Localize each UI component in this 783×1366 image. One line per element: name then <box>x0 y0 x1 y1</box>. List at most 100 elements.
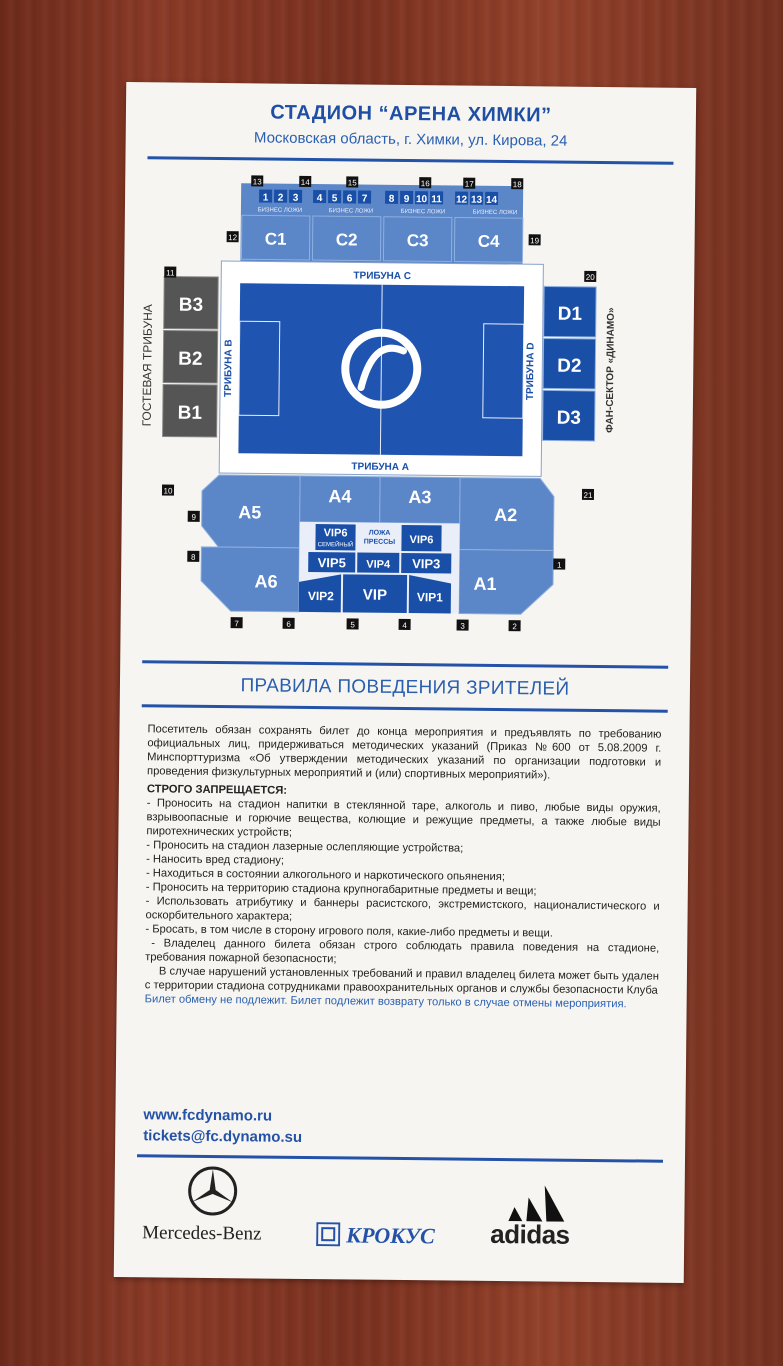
sector-c-label: C3 <box>407 231 429 250</box>
crocus-square-icon <box>316 1222 341 1247</box>
gate-number: 19 <box>530 236 540 245</box>
gate-number: 2 <box>512 622 517 631</box>
vip6-family-sector <box>315 524 356 551</box>
vip-label: VIP <box>363 587 387 604</box>
gate-marker <box>456 619 469 631</box>
vip-label: VIP3 <box>412 556 440 571</box>
gate-number: 21 <box>583 491 593 500</box>
business-boxes-label: БИЗНЕС ЛОЖИ <box>258 207 303 213</box>
vip-main-sector <box>342 574 408 614</box>
business-box-number: 12 <box>456 195 468 206</box>
stand-d-label: ТРИБУНА D <box>525 342 537 400</box>
gate-number: 12 <box>228 233 238 242</box>
sector-b <box>162 383 218 438</box>
gate-marker <box>164 266 177 278</box>
halfway-line <box>379 284 383 455</box>
gate-number: 11 <box>166 268 175 277</box>
business-boxes-block <box>240 183 524 265</box>
website-link[interactable]: www.fcdynamo.ru <box>143 1106 273 1125</box>
mercedes-logo: Mercedes-Benz <box>142 1222 262 1245</box>
business-box <box>430 191 444 205</box>
gate-marker <box>508 620 521 632</box>
mercedes-star-icon <box>188 1166 238 1216</box>
gate-number: 10 <box>163 486 173 495</box>
business-box <box>470 191 484 205</box>
business-box-number: 7 <box>362 194 368 205</box>
rules-title: ПРАВИЛА ПОВЕДЕНИЯ ЗРИТЕЛЕЙ <box>240 675 570 700</box>
gate-marker <box>553 558 566 570</box>
business-box <box>400 190 414 205</box>
business-box-number: 5 <box>332 193 338 204</box>
gate-number: 8 <box>191 553 196 562</box>
penalty-area-right <box>482 323 525 419</box>
sector-label: A3 <box>408 487 431 507</box>
business-box-number: 14 <box>486 195 498 206</box>
vip6-sector <box>401 524 442 552</box>
rules-intro: Посетитель обязан сохранять билет до кон… <box>146 723 662 782</box>
email-link[interactable]: tickets@fc.dynamo.su <box>143 1127 303 1146</box>
sector-d-label: D2 <box>557 356 582 377</box>
sector-label: A4 <box>328 486 351 506</box>
sector-a6 <box>200 546 300 613</box>
vip6-sub-label: СЕМЕЙНЫЙ <box>318 540 354 548</box>
stadium-title: СТАДИОН “АРЕНА ХИМКИ” <box>270 101 552 127</box>
business-box <box>385 190 399 204</box>
gate-number: 20 <box>586 273 596 282</box>
business-box-number: 6 <box>347 193 353 204</box>
sector-label: A1 <box>473 574 496 594</box>
press-box-label: ЛОЖА <box>369 530 391 537</box>
business-box <box>274 189 288 203</box>
sector-label: A5 <box>238 502 261 522</box>
gate-number: 9 <box>191 513 196 522</box>
vip5-sector <box>308 551 356 573</box>
dynamo-logo <box>341 328 422 409</box>
gate-number: 18 <box>513 180 523 189</box>
business-box-number: 4 <box>317 193 323 204</box>
gate-marker <box>346 176 359 188</box>
business-boxes-label: БИЗНЕС ЛОЖИ <box>401 209 446 215</box>
gate-number: 6 <box>286 620 291 629</box>
gate-marker <box>282 617 295 629</box>
vip-label: VIP6 <box>409 534 433 546</box>
gate-marker <box>463 177 476 189</box>
gate-number: 4 <box>402 621 407 630</box>
gate-number: 17 <box>465 180 475 189</box>
sector-c-label: C2 <box>336 230 358 249</box>
divider-rules-bottom <box>141 704 668 713</box>
vip3-sector <box>401 552 452 574</box>
sector-label: A2 <box>494 505 517 525</box>
fan-sector-label: ФАН-СЕКТОР «ДИНАМО» <box>605 307 617 433</box>
rule-item: - Проносить на стадион напитки в стеклян… <box>146 797 661 839</box>
business-box <box>485 191 499 205</box>
business-box-number: 1 <box>263 192 269 203</box>
sector-d <box>542 389 596 442</box>
press-box-label: ПРЕССЫ <box>364 539 396 546</box>
business-boxes-label: БИЗНЕС ЛОЖИ <box>473 210 518 216</box>
sector-c <box>382 216 453 262</box>
vip-label: VIP2 <box>308 589 334 603</box>
guest-stand-label: ГОСТЕВАЯ ТРИБУНА <box>140 304 155 426</box>
divider-rules-top <box>142 660 669 669</box>
gate-marker <box>511 178 524 190</box>
gate-marker <box>584 270 597 282</box>
gate-marker <box>581 488 595 500</box>
sector-d <box>543 285 597 338</box>
business-box <box>415 191 429 205</box>
adidas-logo: adidas <box>490 1218 570 1250</box>
business-box-number: 13 <box>471 195 483 206</box>
gate-marker <box>226 231 239 243</box>
divider-top <box>147 156 674 165</box>
sector-b-label: B2 <box>178 349 203 370</box>
ticket: СТАДИОН “АРЕНА ХИМКИ” Московская область… <box>113 82 697 1283</box>
business-box <box>358 190 372 204</box>
contacts: www.fcdynamo.ru tickets@fc.dynamo.su <box>143 1104 302 1148</box>
sector-c <box>240 214 311 261</box>
sector-c-label: C1 <box>265 230 287 249</box>
vip-label: VIP1 <box>417 590 443 604</box>
gate-marker <box>161 484 175 496</box>
sector-b <box>162 329 219 384</box>
gate-marker <box>299 175 312 187</box>
gate-marker <box>230 617 243 629</box>
gate-marker <box>251 175 264 187</box>
